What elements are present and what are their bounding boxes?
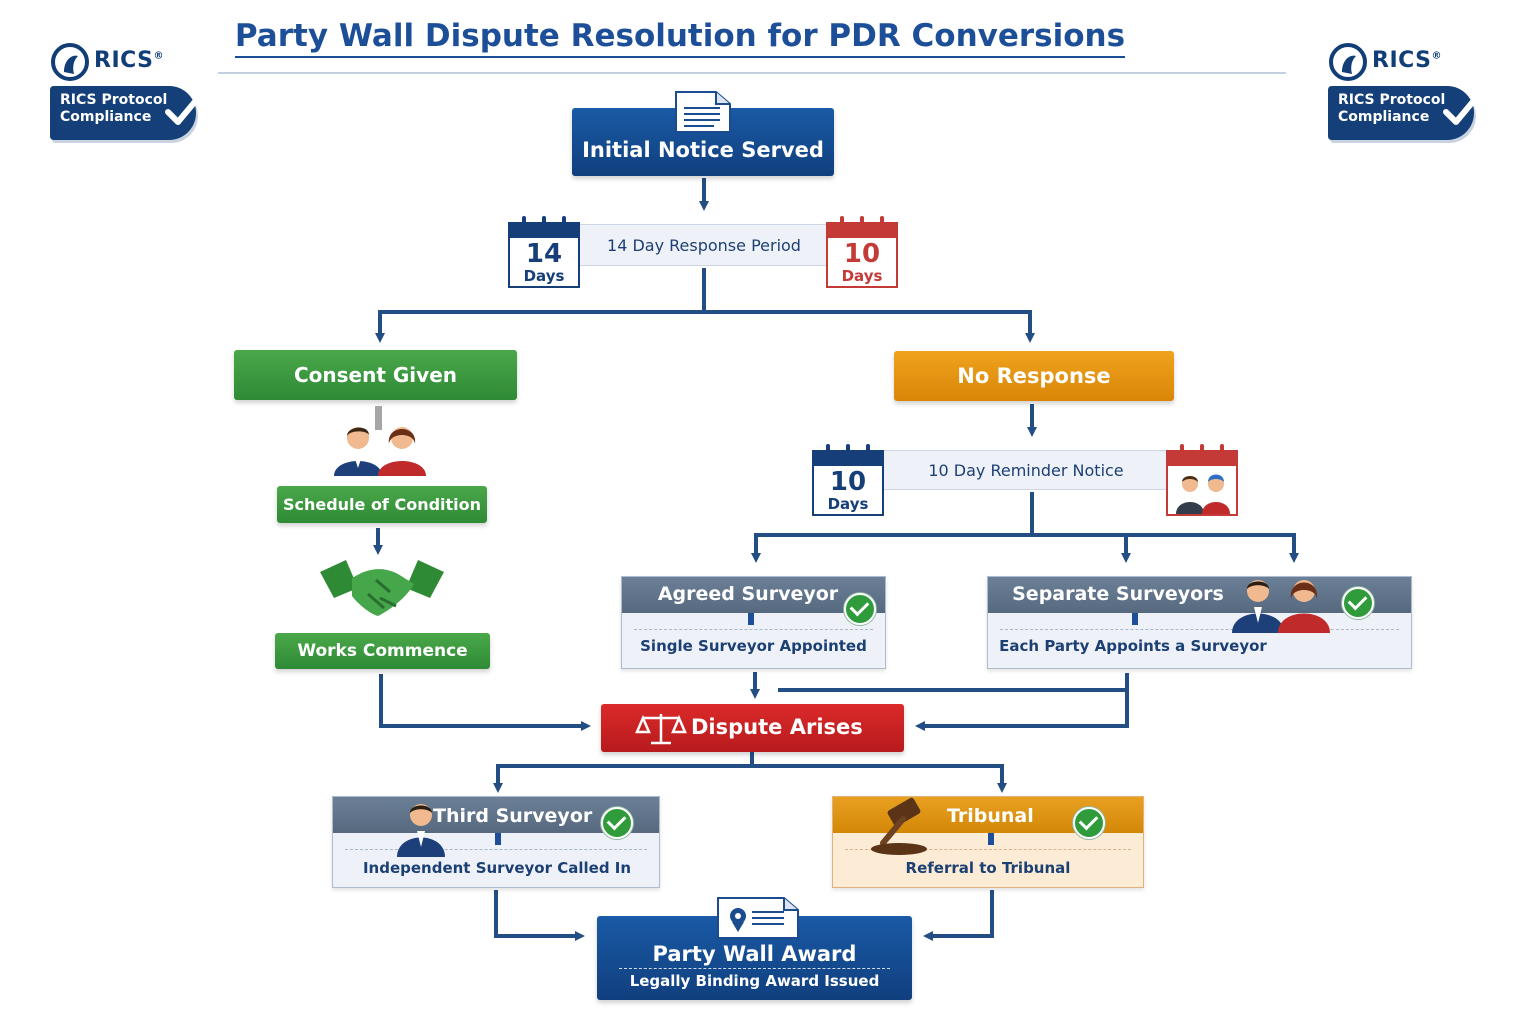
arrow-third-to-award <box>494 890 585 941</box>
rics-wordmark: RICS® <box>1372 48 1443 73</box>
calendar-number: 10 <box>829 467 867 497</box>
person-icon <box>397 804 445 857</box>
arrow-separate-to-dispute <box>915 690 1129 731</box>
document-icon <box>675 91 731 133</box>
separate-surveyors-card: Separate Surveyors Each Party Appoints a… <box>987 576 1412 669</box>
award-sub: Legally Binding Award Issued <box>629 972 880 990</box>
dispute-arises-label: Dispute Arises <box>691 715 863 739</box>
check-icon <box>601 807 633 839</box>
separate-surveyors-body: Each Party Appoints a Surveyor <box>988 613 1411 668</box>
line-join <box>778 673 1129 692</box>
rics-badge-left: RICS® RICS Protocol Compliance <box>50 42 210 152</box>
third-surveyor-body: Independent Surveyor Called In <box>333 833 659 887</box>
badge-text: RICS Protocol Compliance <box>60 92 168 125</box>
consent-given-label: Consent Given <box>294 363 457 387</box>
schedule-label: Schedule of Condition <box>282 495 482 514</box>
check-icon <box>165 95 201 125</box>
handshake-icon <box>320 560 444 616</box>
calendar-icon-10-days-reminder: 10 Days <box>812 444 884 516</box>
calendar-unit: Days <box>841 267 883 285</box>
agreed-surveyor-header: Agreed Surveyor <box>622 577 885 613</box>
no-response-node: No Response <box>894 351 1174 401</box>
gavel-icon <box>871 797 927 855</box>
third-surveyor-title: Third Surveyor <box>433 805 593 827</box>
check-icon <box>1342 587 1374 619</box>
calendar-icon-10-days: 10 Days <box>826 216 898 288</box>
separate-surveyors-header: Separate Surveyors <box>988 577 1411 613</box>
arrow-to-no-response <box>704 310 1035 343</box>
third-surveyor-sub: Independent Surveyor Called In <box>362 859 632 877</box>
tribunal-card: Tribunal Referral to Tribunal <box>832 796 1144 888</box>
calendar-number: 14 <box>525 239 563 269</box>
initial-notice-label: Initial Notice Served <box>582 138 824 162</box>
response-period-label: 14 Day Response Period <box>607 236 801 255</box>
rics-logo-icon <box>1329 43 1367 81</box>
no-response-label: No Response <box>957 364 1111 388</box>
rics-wordmark: RICS® <box>94 48 165 73</box>
people-icon <box>1176 474 1230 514</box>
calendar-number: 10 <box>843 239 881 269</box>
agreed-surveyor-body: Single Surveyor Appointed <box>622 613 885 668</box>
agreed-surveyor-title: Agreed Surveyor <box>657 583 839 605</box>
arrow-to-consent <box>375 268 706 343</box>
dispute-arises-node: Dispute Arises <box>601 704 904 752</box>
reminder-bar: 10 Day Reminder Notice <box>876 450 1176 490</box>
page-title: Party Wall Dispute Resolution for PDR Co… <box>200 18 1160 58</box>
badge-text: RICS Protocol Compliance <box>1338 92 1446 125</box>
consent-given-node: Consent Given <box>234 350 517 400</box>
response-period-bar: 14 Day Response Period <box>570 224 838 266</box>
agreed-surveyor-sub: Single Surveyor Appointed <box>640 637 867 655</box>
connector-stub <box>375 406 382 430</box>
rics-badge-right: RICS® RICS Protocol Compliance <box>1328 42 1488 152</box>
people-icon <box>334 427 426 476</box>
initial-notice-node: Initial Notice Served <box>572 108 834 176</box>
tribunal-body: Referral to Tribunal <box>833 833 1143 887</box>
calendar-icon-14-days: 14 Days <box>508 216 580 288</box>
title-divider <box>218 72 1286 74</box>
scales-icon <box>635 714 687 745</box>
calendar-unit: Days <box>827 495 869 513</box>
tribunal-sub: Referral to Tribunal <box>905 859 1071 877</box>
works-commence-node: Works Commence <box>275 633 490 669</box>
calendar-unit: Days <box>523 267 565 285</box>
arrow-to-third <box>493 752 754 793</box>
third-surveyor-card: Third Surveyor Independent Surveyor Call… <box>332 796 660 888</box>
check-icon <box>844 593 876 625</box>
check-icon <box>1443 95 1479 125</box>
calendar-people-icon <box>1166 444 1238 516</box>
arrow-to-separate <box>1032 533 1299 563</box>
arrow-to-tribunal <box>752 764 1007 793</box>
separate-surveyors-title: Separate Surveyors <box>1012 583 1224 605</box>
works-label: Works Commence <box>297 641 468 661</box>
award-document-icon <box>717 897 799 939</box>
reminder-label: 10 Day Reminder Notice <box>928 461 1124 480</box>
check-icon <box>1073 807 1105 839</box>
tribunal-title: Tribunal <box>947 805 1034 827</box>
schedule-of-condition-node: Schedule of Condition <box>277 486 487 523</box>
award-title: Party Wall Award <box>619 942 890 969</box>
agreed-surveyor-card: Agreed Surveyor Single Surveyor Appointe… <box>621 576 886 669</box>
arrow-tribunal-to-award <box>923 890 994 941</box>
rics-logo-icon <box>51 43 89 81</box>
arrow-to-agreed <box>751 492 1034 563</box>
separate-surveyors-sub: Each Party Appoints a Surveyor <box>999 637 1267 655</box>
people-icon <box>1232 580 1330 633</box>
arrow-works-to-dispute <box>379 674 591 731</box>
